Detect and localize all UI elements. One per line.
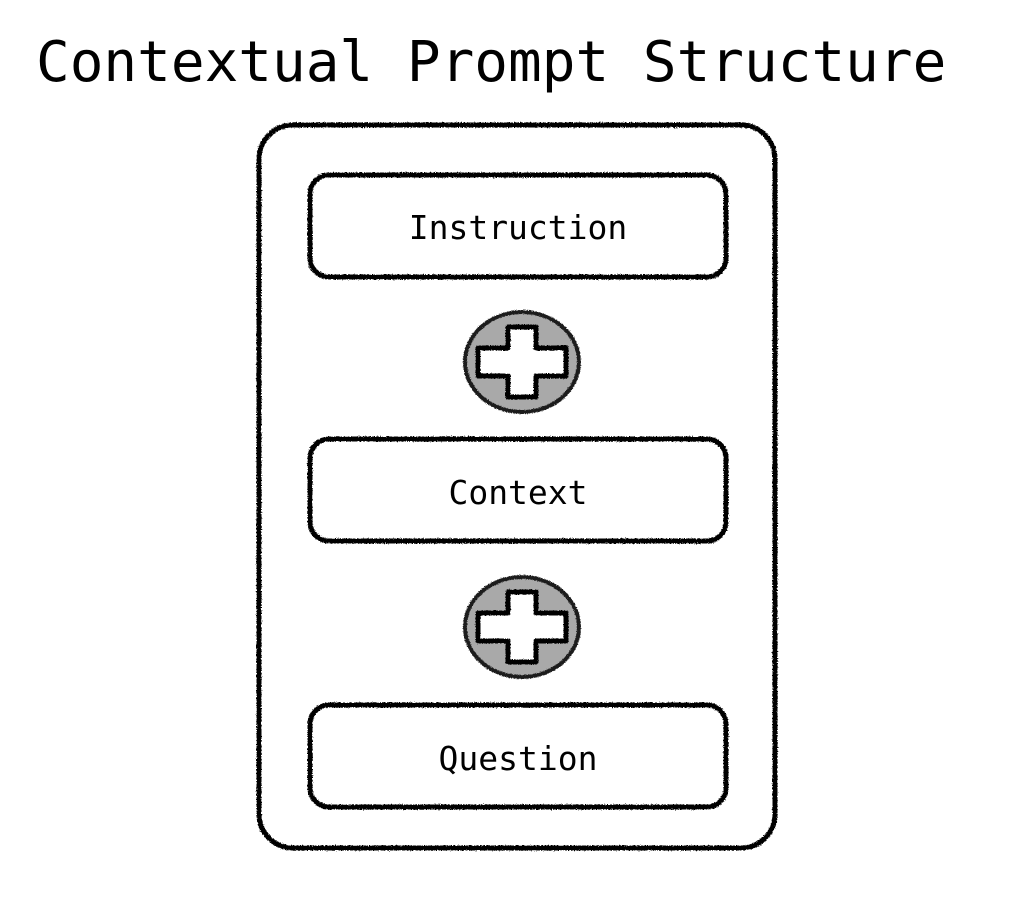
context-box-label: Context [448, 473, 588, 512]
page-title: Contextual Prompt Structure [36, 30, 947, 95]
instruction-box-label: Instruction [408, 208, 628, 247]
context-box[interactable] [308, 437, 728, 543]
instruction-box[interactable] [308, 173, 728, 279]
question-box-label: Question [438, 739, 598, 778]
question-box[interactable] [308, 703, 728, 809]
plus-operator-2[interactable] [463, 576, 581, 678]
plus-operator-1[interactable] [463, 311, 581, 413]
